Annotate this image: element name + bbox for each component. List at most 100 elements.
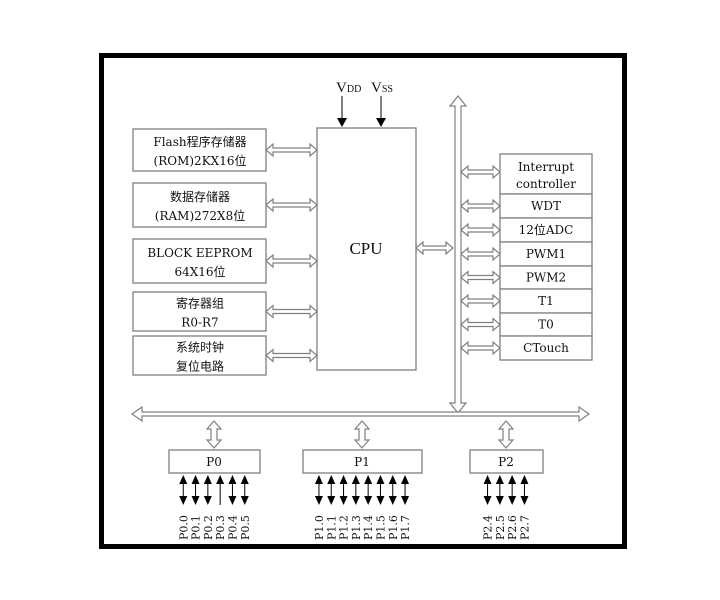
vss-label: VSS bbox=[371, 80, 393, 96]
pin-arrow-down bbox=[339, 496, 348, 505]
memory-block-label: (ROM)2KX16位 bbox=[154, 153, 247, 168]
pin: P1.6 bbox=[387, 475, 400, 540]
pin-arrow-up bbox=[520, 475, 529, 484]
diagram-frame bbox=[99, 53, 627, 549]
memory-block-label: 寄存器组 bbox=[176, 296, 224, 311]
pin-arrow-up bbox=[401, 475, 410, 484]
peripheral-block: T1 bbox=[460, 288, 593, 314]
port-box bbox=[302, 449, 423, 474]
pin-label: P2.7 bbox=[518, 515, 531, 540]
pin-arrow-up bbox=[203, 475, 212, 484]
peripheral-block: WDT bbox=[460, 193, 593, 219]
memory-block-label: 系统时钟 bbox=[176, 340, 224, 355]
memory-block: Flash程序存储器 (ROM)2KX16位 bbox=[132, 128, 318, 172]
port-label: P1 bbox=[354, 455, 370, 469]
bidirectional-arrow bbox=[460, 340, 501, 356]
pin-label: P1.1 bbox=[325, 515, 338, 540]
peripheral-block: T0 bbox=[460, 312, 593, 337]
bidirectional-arrow bbox=[265, 197, 318, 213]
pin: P2.5 bbox=[494, 475, 507, 540]
pin-arrow-up bbox=[376, 475, 385, 484]
memory-block-label: Flash程序存储器 bbox=[153, 134, 246, 149]
peripheral-label: controller bbox=[516, 177, 576, 191]
pin-arrow-up bbox=[327, 475, 336, 484]
pin: P0.4 bbox=[226, 475, 239, 540]
pin-arrow-up bbox=[495, 475, 504, 484]
memory-block-label: 64X16位 bbox=[174, 264, 225, 279]
bidirectional-arrow bbox=[460, 270, 501, 285]
memory-block: BLOCK EEPROM 64X16位 bbox=[132, 238, 318, 284]
pin-arrow-down bbox=[228, 496, 237, 505]
peripheral-block: 12位ADC bbox=[460, 217, 593, 243]
bidirectional-arrow bbox=[265, 253, 318, 269]
pin: P2.6 bbox=[506, 475, 519, 540]
bidirectional-arrow bbox=[265, 304, 318, 319]
bidirectional-arrow bbox=[460, 293, 501, 309]
peripheral-block: PWM1 bbox=[460, 241, 593, 267]
pin-label: P1.2 bbox=[338, 515, 351, 540]
pin: P1.3 bbox=[350, 475, 363, 540]
memory-block-box bbox=[132, 335, 267, 376]
memory-block-box bbox=[132, 291, 267, 332]
peripheral-label: CTouch bbox=[523, 341, 569, 355]
pin-label: P0.1 bbox=[190, 515, 203, 540]
peripheral-label: WDT bbox=[531, 199, 561, 213]
pin-label: P0.2 bbox=[202, 515, 215, 540]
bidirectional-arrow bbox=[460, 222, 501, 238]
pin-label: P1.7 bbox=[399, 515, 412, 540]
pin-label: P0.3 bbox=[214, 515, 227, 540]
peripheral-label: 12位ADC bbox=[519, 222, 574, 237]
pin-arrow-down bbox=[240, 496, 249, 505]
pin-arrow-down bbox=[388, 496, 397, 505]
pin-arrow-down bbox=[401, 496, 410, 505]
pin-label: P0.4 bbox=[226, 515, 239, 540]
cpu-label: CPU bbox=[349, 239, 382, 258]
peripheral-label: PWM2 bbox=[526, 271, 566, 285]
pin: P1.0 bbox=[313, 475, 326, 540]
vdd-pin: VDD bbox=[336, 80, 361, 127]
memory-block-box bbox=[132, 182, 267, 228]
memory-block-label: 数据存储器 bbox=[170, 189, 230, 204]
memory-block-label: BLOCK EEPROM bbox=[147, 246, 252, 260]
pin: P1.4 bbox=[362, 475, 375, 540]
pin-label: P1.0 bbox=[313, 515, 326, 540]
pin-arrow-up bbox=[388, 475, 397, 484]
memory-block-box bbox=[132, 238, 267, 284]
pin-arrow-up bbox=[314, 475, 323, 484]
pin-label: P2.5 bbox=[494, 515, 507, 540]
pin-label: P2.6 bbox=[506, 515, 519, 540]
pin: P1.1 bbox=[325, 475, 338, 540]
pin-arrow-up bbox=[191, 475, 200, 484]
pin: P0.3 bbox=[214, 475, 227, 540]
pin-arrow-up bbox=[351, 475, 360, 484]
pin-arrow-up bbox=[216, 475, 225, 484]
peripheral-block: CTouch bbox=[460, 335, 593, 361]
pin: P1.7 bbox=[399, 475, 412, 540]
internal-bus bbox=[130, 95, 591, 423]
bidirectional-arrow bbox=[460, 198, 501, 214]
memory-block-label: (RAM)272X8位 bbox=[155, 208, 245, 223]
port-label: P2 bbox=[498, 455, 514, 469]
port-box bbox=[469, 449, 544, 474]
pin-label: P1.6 bbox=[387, 515, 400, 540]
pin: P0.5 bbox=[239, 475, 252, 540]
bidirectional-arrow bbox=[460, 164, 501, 180]
peripheral-block: PWM2 bbox=[460, 265, 593, 290]
bidirectional-arrow bbox=[265, 348, 318, 363]
pin-label: P1.4 bbox=[362, 515, 375, 540]
pin-arrow-up bbox=[228, 475, 237, 484]
cpu-bus-arrow bbox=[415, 240, 454, 256]
peripheral-label: PWM1 bbox=[526, 247, 566, 261]
peripheral-label: T0 bbox=[538, 318, 554, 332]
port-bus-arrow bbox=[353, 420, 371, 449]
peripheral-blocks: InterruptcontrollerWDT12位ADCPWM1PWM2T1T0… bbox=[460, 153, 593, 361]
pin-arrow-down bbox=[495, 496, 504, 505]
pin-arrow-down bbox=[520, 496, 529, 505]
vss-pin: VSS bbox=[371, 80, 393, 127]
port-label: P0 bbox=[206, 455, 222, 469]
